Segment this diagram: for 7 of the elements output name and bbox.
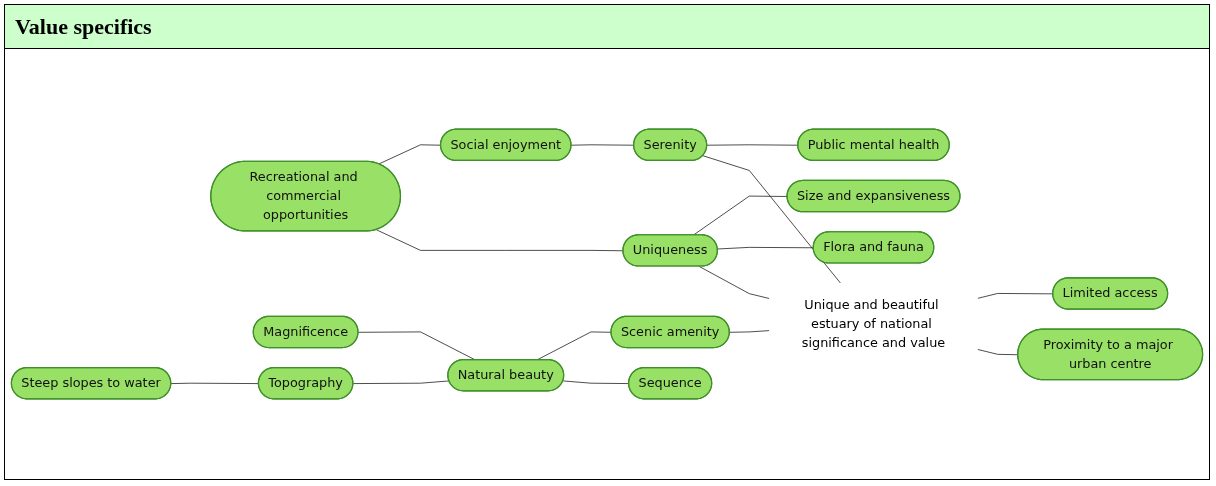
connector: [376, 229, 624, 252]
connector: [729, 330, 770, 333]
connector: [698, 266, 770, 299]
connector: [352, 380, 450, 384]
node-text: Unique and beautiful estuary of national significance and value: [801, 296, 946, 351]
connector: [702, 155, 841, 284]
header-title: Value specifics: [15, 13, 152, 40]
